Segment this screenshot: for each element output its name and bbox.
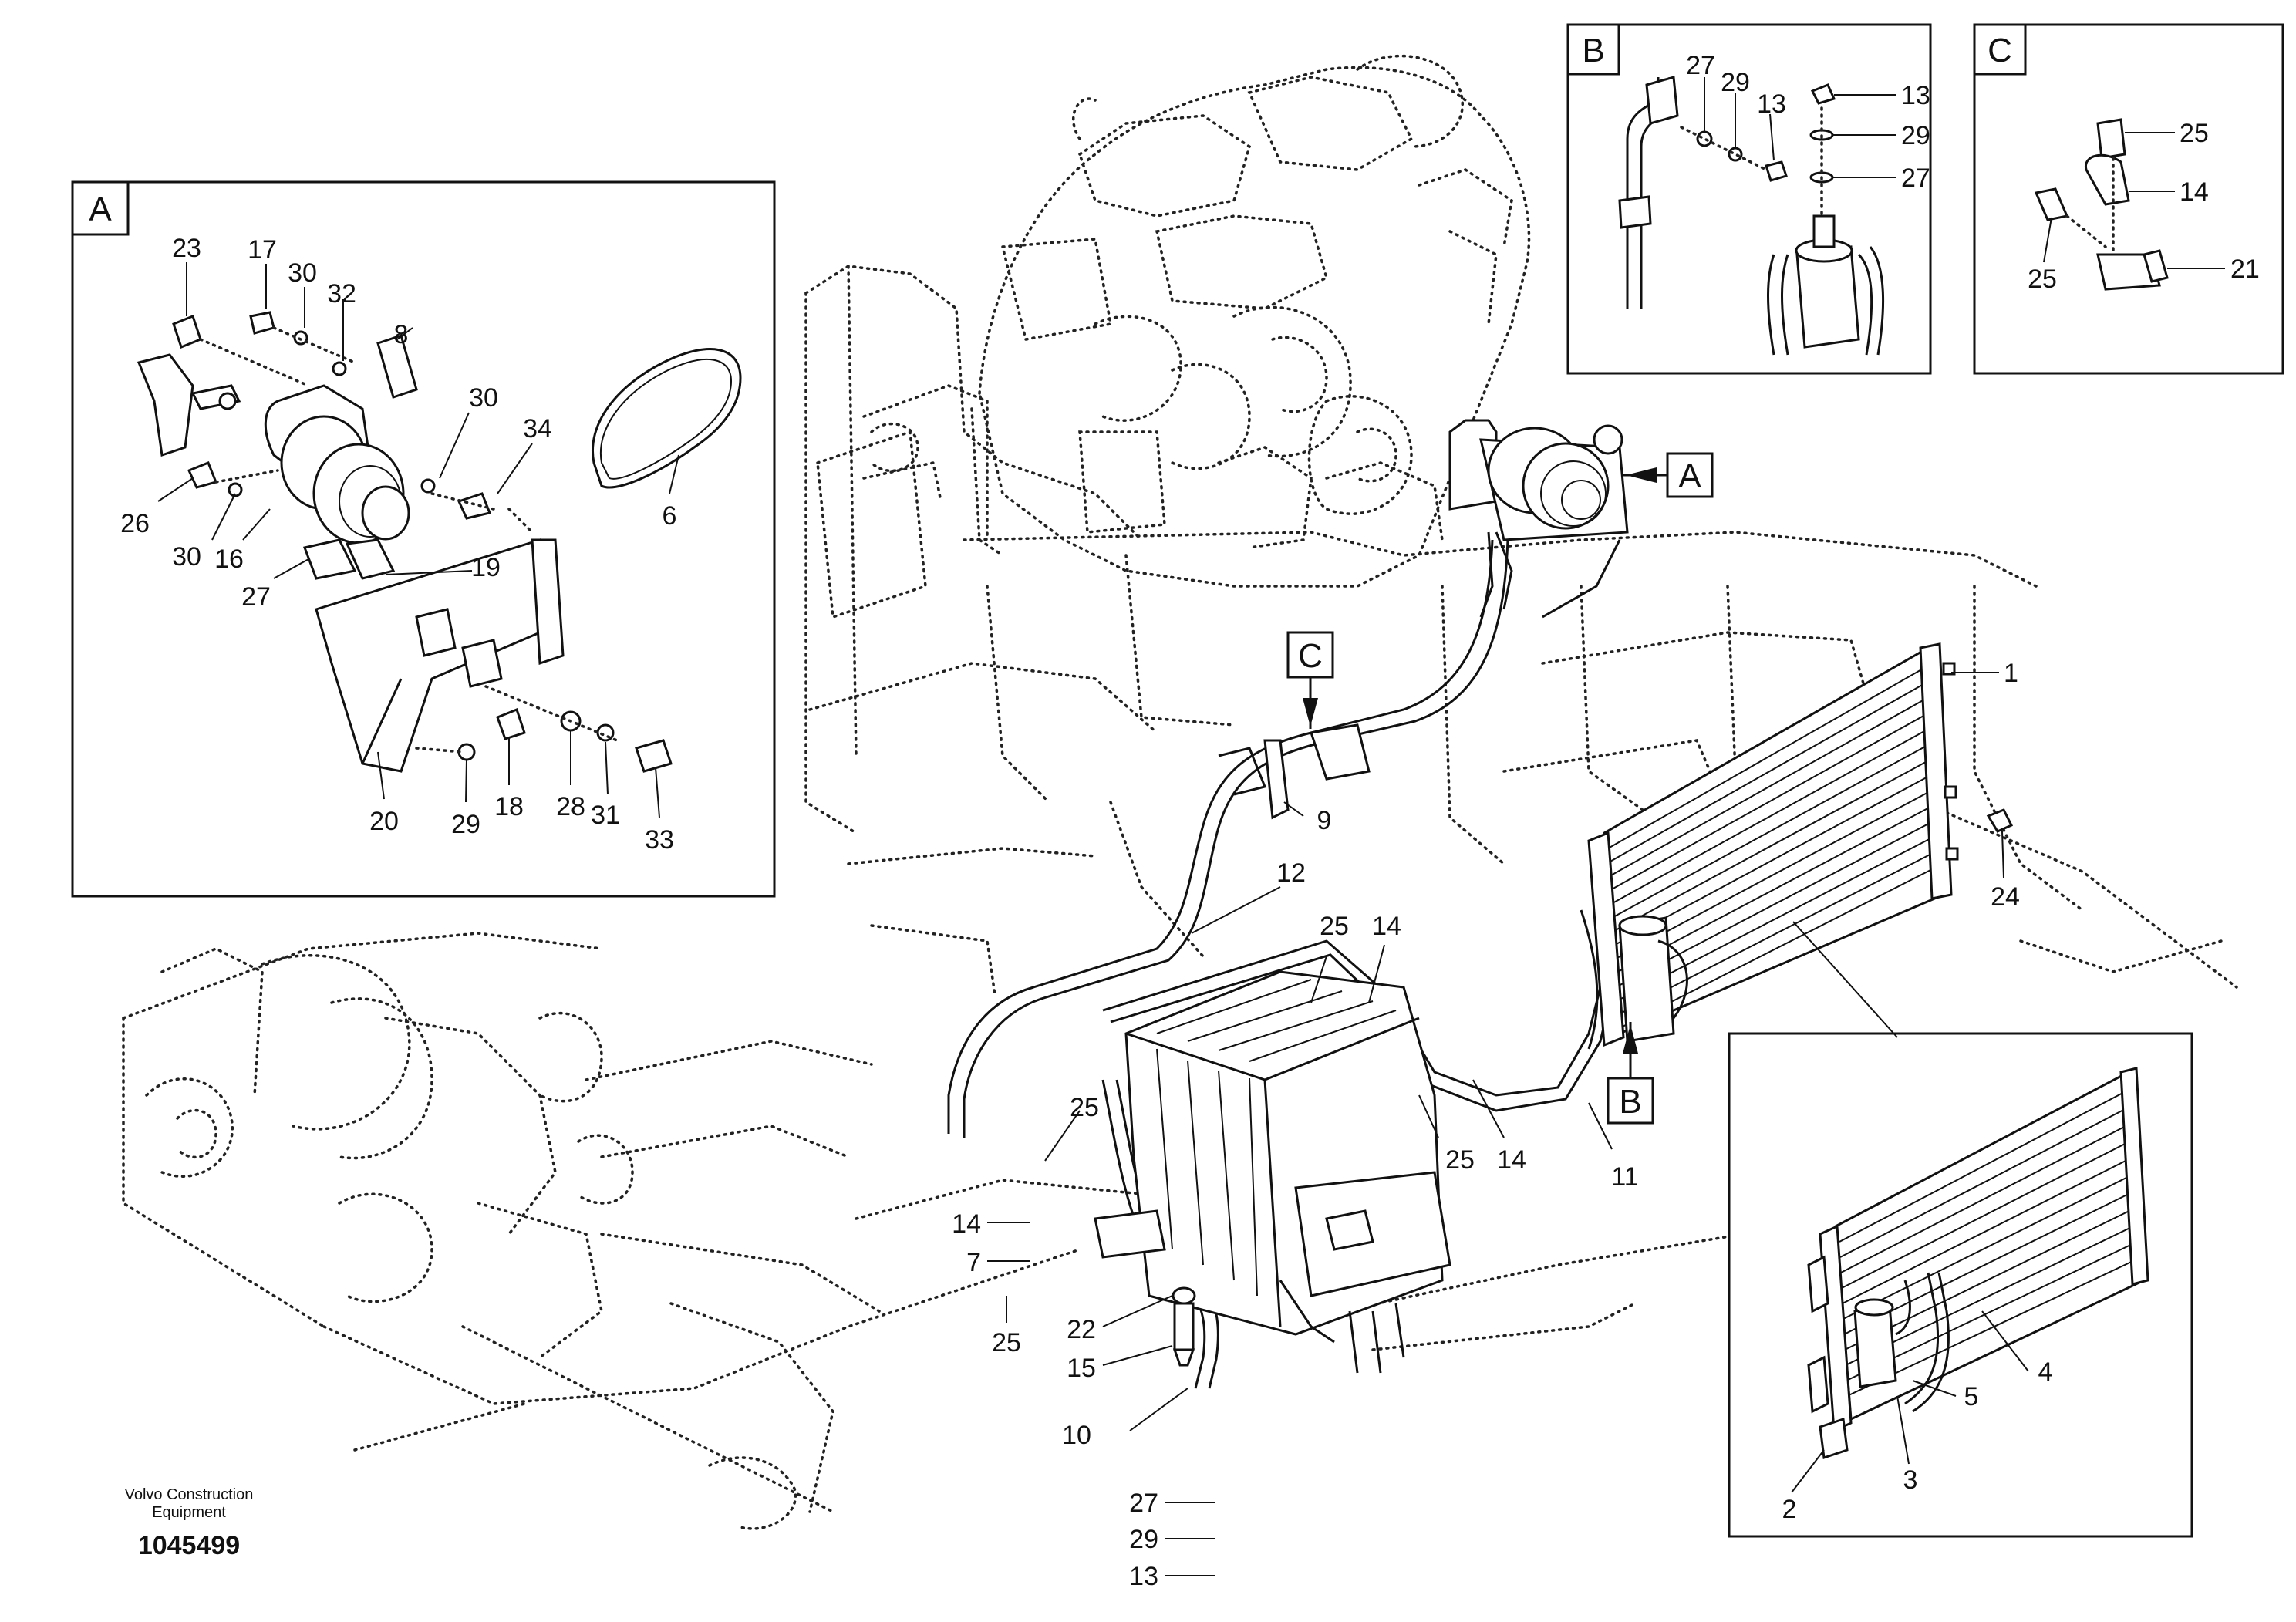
detail-box-c — [1973, 23, 2284, 375]
part-label: 30 — [469, 383, 498, 413]
part-label: 20 — [369, 807, 399, 836]
part-label: 24 — [1991, 882, 2020, 912]
labels-detail-a: 23 17 30 32 8 30 34 6 26 30 16 27 19 20 … — [120, 234, 676, 855]
part-label: 29 — [451, 810, 480, 839]
part-label: 22 — [1067, 1315, 1096, 1344]
part-label: 19 — [471, 553, 501, 582]
part-label: 14 — [1372, 912, 1401, 941]
part-label: 13 — [1129, 1562, 1158, 1591]
leader-lines — [157, 77, 2225, 1576]
part-label: 13 — [1901, 81, 1930, 110]
part-label: 25 — [2028, 265, 2057, 294]
part-label: 30 — [288, 258, 317, 288]
callout-a — [1623, 452, 1714, 498]
part-label: 9 — [1317, 806, 1332, 835]
part-label: 21 — [2230, 255, 2260, 284]
compressor-assembly — [1448, 419, 1629, 619]
labels-detail-b: 27 29 13 13 29 27 — [1686, 51, 1930, 193]
part-label: 29 — [1721, 68, 1750, 97]
engine-dotted — [862, 54, 1531, 588]
callout-b-letter: B — [1619, 1083, 1641, 1121]
part-label: 25 — [2180, 119, 2209, 148]
part-label: 27 — [241, 582, 271, 612]
part-label: 16 — [214, 545, 244, 574]
part-label: 2 — [1782, 1495, 1797, 1524]
bolt-24 — [1986, 808, 2014, 833]
detail-box-a-letter: A — [89, 191, 112, 228]
detail-box-a — [71, 180, 776, 898]
part-label: 25 — [992, 1328, 1021, 1357]
labels-main: 1 24 9 12 25 14 25 25 14 11 14 7 25 22 1… — [952, 659, 2020, 1591]
part-label: 10 — [1062, 1421, 1091, 1450]
labels-inset: 4 5 3 2 — [1782, 1357, 2053, 1524]
detail-box-b-letter: B — [1582, 32, 1604, 69]
part-label: 8 — [394, 320, 409, 349]
part-label: 32 — [327, 279, 356, 309]
part-label: 14 — [2180, 177, 2209, 207]
part-label: 31 — [591, 801, 620, 830]
part-label: 34 — [523, 414, 552, 443]
document-number: 1045499 — [138, 1531, 240, 1560]
part-label: 33 — [645, 825, 674, 855]
part-label: 29 — [1129, 1525, 1158, 1554]
part-label: 5 — [1964, 1382, 1979, 1411]
credit-line-1: Volvo Construction — [125, 1486, 254, 1503]
part-label: 25 — [1320, 912, 1349, 941]
part-label: 29 — [1901, 121, 1930, 150]
part-label: 17 — [248, 235, 277, 265]
part-label: 3 — [1903, 1465, 1918, 1495]
callout-c — [1286, 631, 1334, 729]
part-label: 14 — [952, 1209, 981, 1239]
hose-clamp-9 — [1218, 723, 1371, 820]
part-label: 11 — [1611, 1162, 1638, 1192]
credit-line-2: Equipment — [152, 1504, 226, 1521]
callout-a-letter: A — [1678, 457, 1701, 495]
part-label: 14 — [1497, 1145, 1526, 1175]
callout-c-letter: C — [1298, 637, 1323, 675]
part-label: 7 — [966, 1248, 981, 1277]
condenser-1 — [1587, 642, 1959, 1047]
labels-detail-c: 25 14 25 21 — [2028, 119, 2260, 294]
condenser-inset — [1728, 1032, 2193, 1538]
part-label: 28 — [556, 792, 585, 821]
part-label: 15 — [1067, 1354, 1096, 1383]
footer-credit: Volvo Construction Equipment 1045499 — [125, 1486, 254, 1560]
part-label: 6 — [663, 501, 677, 531]
part-label: 26 — [120, 509, 150, 538]
part-label: 25 — [1445, 1145, 1475, 1175]
part-label: 30 — [172, 542, 201, 572]
part-label: 4 — [2038, 1357, 2053, 1387]
detail-box-c-letter: C — [1988, 32, 2012, 69]
part-label: 12 — [1276, 858, 1306, 888]
part-label: 27 — [1901, 164, 1930, 193]
evaporator-unit — [1094, 970, 1451, 1374]
part-label: 23 — [172, 234, 201, 263]
callout-b — [1607, 1022, 1654, 1125]
detail-box-b — [1566, 23, 1932, 375]
part-label: 27 — [1686, 51, 1715, 80]
part-label: 18 — [494, 792, 524, 821]
part-label: 27 — [1129, 1489, 1158, 1518]
part-label: 13 — [1757, 89, 1786, 119]
part-label: 25 — [1070, 1093, 1099, 1122]
part-label: 1 — [2004, 659, 2018, 688]
expansion-valve — [1172, 1286, 1196, 1367]
